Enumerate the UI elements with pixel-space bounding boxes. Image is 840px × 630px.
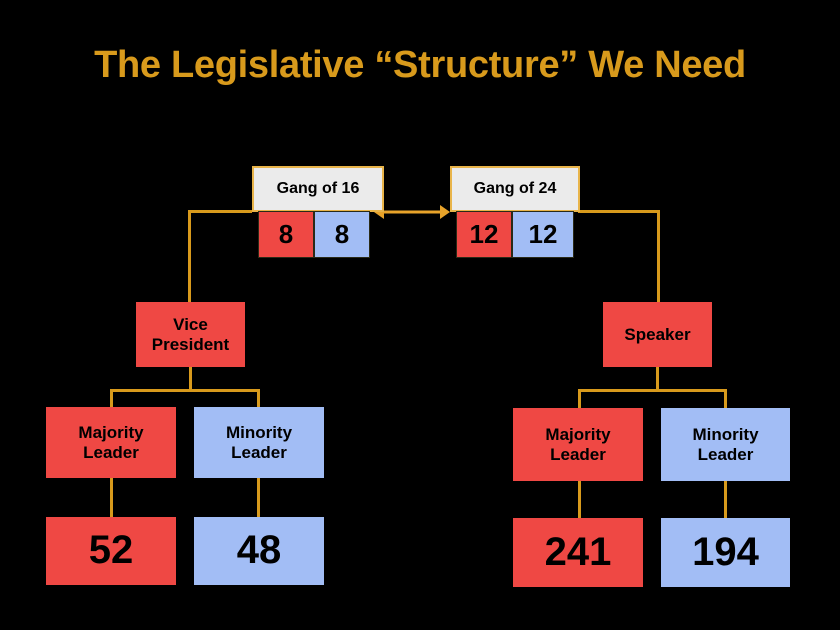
connector-senate-majority-to-count [110,478,113,518]
vice-president-label: Vice President [152,315,229,354]
gang-of-24-red-cell[interactable]: 12 [456,211,512,258]
vice-president-label-line1: Vice [173,315,208,335]
arrow-head-left-icon [374,205,384,219]
gang-of-16-cells: 8 8 [258,211,384,258]
house-majority-leader-box[interactable]: Majority Leader [513,408,643,481]
gang-of-24-blue-count: 12 [528,219,558,249]
gang-of-24-header[interactable]: Gang of 24 [450,166,580,212]
connector-gang16-to-vp-horizontal [188,210,252,213]
house-majority-count: 241 [544,529,612,574]
house-minority-count: 194 [692,529,759,574]
speaker-label-line1: Speaker [624,324,691,344]
house-minority-leader-line2: Leader [697,444,754,464]
house-minority-leader-line1: Minority [692,425,759,445]
gang-of-16-group: Gang of 16 8 8 [252,166,384,258]
speaker-label: Speaker [624,325,690,344]
page-title: The Legislative “Structure” We Need [94,44,746,86]
house-minority-count-box[interactable]: 194 [661,518,790,587]
connector-vp-stem [189,367,192,389]
house-majority-leader-line1: Majority [545,425,611,445]
senate-majority-count: 52 [88,528,134,573]
connector-speaker-stem [656,367,659,389]
arrow-shaft [382,210,442,214]
house-majority-count-box[interactable]: 241 [513,518,643,587]
gang-of-16-blue-count: 8 [334,219,350,249]
connector-gang24-to-speaker-vertical [657,210,660,304]
connector-gang24-to-speaker-horizontal [578,210,660,213]
senate-minority-leader-line2: Leader [231,442,287,462]
senate-majority-leader-label: Majority Leader [78,423,143,462]
gang-of-16-red-cell[interactable]: 8 [258,211,314,258]
gang-link-arrow [374,205,450,219]
gang-of-24-cells: 12 12 [456,211,580,258]
connector-house-majority-to-count [578,481,581,519]
connector-speaker-to-majority [578,389,581,408]
connector-gang16-to-vp-vertical [188,210,191,304]
gang-of-16-header-label: Gang of 16 [276,180,360,197]
vice-president-label-line2: President [151,334,230,354]
gang-of-16-blue-cell[interactable]: 8 [314,211,370,258]
senate-minority-count-box[interactable]: 48 [194,517,324,585]
house-majority-leader-line2: Leader [550,444,606,464]
connector-speaker-bus [578,389,727,392]
connector-vp-bus [110,389,260,392]
house-majority-leader-label: Majority Leader [545,425,610,464]
senate-minority-leader-label: Minority Leader [226,423,292,462]
house-minority-leader-box[interactable]: Minority Leader [661,408,790,481]
senate-minority-count: 48 [236,528,282,573]
speaker-box[interactable]: Speaker [603,302,712,367]
arrow-head-right-icon [440,205,450,219]
gang-of-24-red-count: 12 [469,219,499,249]
vice-president-box[interactable]: Vice President [136,302,245,367]
connector-speaker-to-minority [724,389,727,408]
gang-of-16-header[interactable]: Gang of 16 [252,166,384,212]
connector-senate-minority-to-count [257,478,260,518]
gang-of-24-header-label: Gang of 24 [473,180,557,197]
senate-majority-leader-line1: Majority [78,423,144,443]
gang-of-24-blue-cell[interactable]: 12 [512,211,574,258]
senate-minority-leader-box[interactable]: Minority Leader [194,407,324,478]
senate-majority-count-box[interactable]: 52 [46,517,176,585]
house-minority-leader-label: Minority Leader [692,425,758,464]
gang-of-16-red-count: 8 [278,219,294,249]
senate-majority-leader-box[interactable]: Majority Leader [46,407,176,478]
connector-vp-to-majority [110,389,113,408]
connector-vp-to-minority [257,389,260,408]
connector-house-minority-to-count [724,481,727,519]
senate-majority-leader-line2: Leader [83,442,139,462]
gang-of-24-group: Gang of 24 12 12 [450,166,580,258]
senate-minority-leader-line1: Minority [225,423,293,443]
